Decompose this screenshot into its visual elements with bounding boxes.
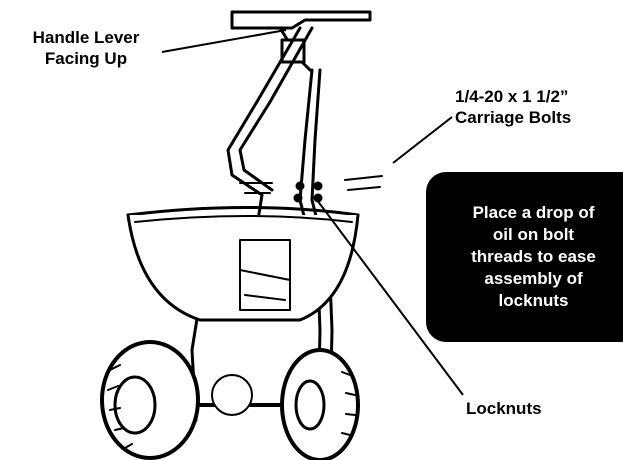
bolt-4 <box>347 186 381 191</box>
handle-label-line1: Handle Lever <box>32 28 140 47</box>
bolts-label-line2: Carriage Bolts <box>455 108 572 127</box>
handle-label-line2: Facing Up <box>44 49 128 68</box>
locknut-3 <box>293 193 303 203</box>
note-line1: Place a drop of <box>472 203 595 222</box>
note-line3: threads to ease <box>471 247 596 266</box>
leader-bolts <box>392 116 453 164</box>
right-wheel-rim <box>294 379 326 431</box>
handle-lever-label: Handle Lever Facing Up <box>6 27 166 69</box>
bolt-3 <box>344 175 383 181</box>
hopper-rim <box>126 206 360 217</box>
locknuts-label: Locknuts <box>466 399 542 418</box>
locknut-2 <box>313 181 323 191</box>
handle-bar <box>230 10 372 30</box>
oil-note-box: Place a drop of oil on bolt threads to e… <box>426 172 623 342</box>
linkage <box>239 269 291 301</box>
frame-left-inner <box>238 26 314 192</box>
leader-handle <box>161 29 287 53</box>
tread-right <box>341 371 356 436</box>
hopper-rim-inner <box>134 215 353 223</box>
locknut-1 <box>295 181 305 191</box>
tread-left <box>107 364 133 449</box>
note-line2: oil on bolt <box>492 225 575 244</box>
left-wheel-rim <box>113 375 157 435</box>
leader-locknuts <box>316 199 464 396</box>
note-line5: locknuts <box>498 291 569 310</box>
carriage-bolts-label: 1/4-20 x 1 1/2” Carriage Bolts <box>455 86 571 128</box>
note-line4: assembly of <box>484 269 583 288</box>
center-gear <box>211 374 253 416</box>
bolts-label-line1: 1/4-20 x 1 1/2” <box>455 87 569 106</box>
